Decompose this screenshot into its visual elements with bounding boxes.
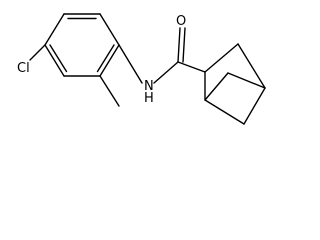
benzene-ring — [44, 13, 120, 77]
bicycle-bond-3 — [243, 87, 266, 125]
nitrogen-to-carbonyl-bond — [153, 61, 179, 84]
ring-to-nitrogen-bond — [118, 44, 143, 84]
chloro-bond — [29, 44, 46, 61]
carbonyl-double-bond-a — [177, 27, 181, 63]
methyl-bond — [99, 75, 120, 107]
bicycle-bond-2 — [204, 99, 245, 125]
norbornane-ring — [204, 43, 266, 125]
carbonyl-oxygen-label: O — [176, 14, 186, 29]
ring-bond-lower-left — [44, 44, 65, 77]
structure-canvas: Cl N H O — [0, 0, 279, 127]
amide-hydrogen-label: H — [144, 91, 154, 106]
bicycle-bond-5 — [204, 43, 239, 73]
bicycle-bridge-bond-2 — [227, 72, 266, 89]
ring-bond-upper-left — [44, 13, 65, 46]
bicycle-bridge-bond-1 — [204, 72, 229, 101]
ring-bond-lower-left-inner — [49, 44, 68, 73]
carbonyl-double-bond-b — [182, 27, 186, 63]
ring-bond-lower-right-inner — [96, 44, 115, 73]
amide-nitrogen-label: N — [144, 79, 154, 94]
ring-bond-lower-right — [99, 44, 120, 77]
chlorine-label: Cl — [17, 61, 30, 76]
carbonyl-to-bicycle-bond — [177, 61, 206, 73]
ring-bond-upper-right — [99, 13, 120, 46]
bicycle-bond-4 — [237, 43, 266, 89]
chemical-structure-diagram: Cl N H O — [17, 13, 266, 125]
